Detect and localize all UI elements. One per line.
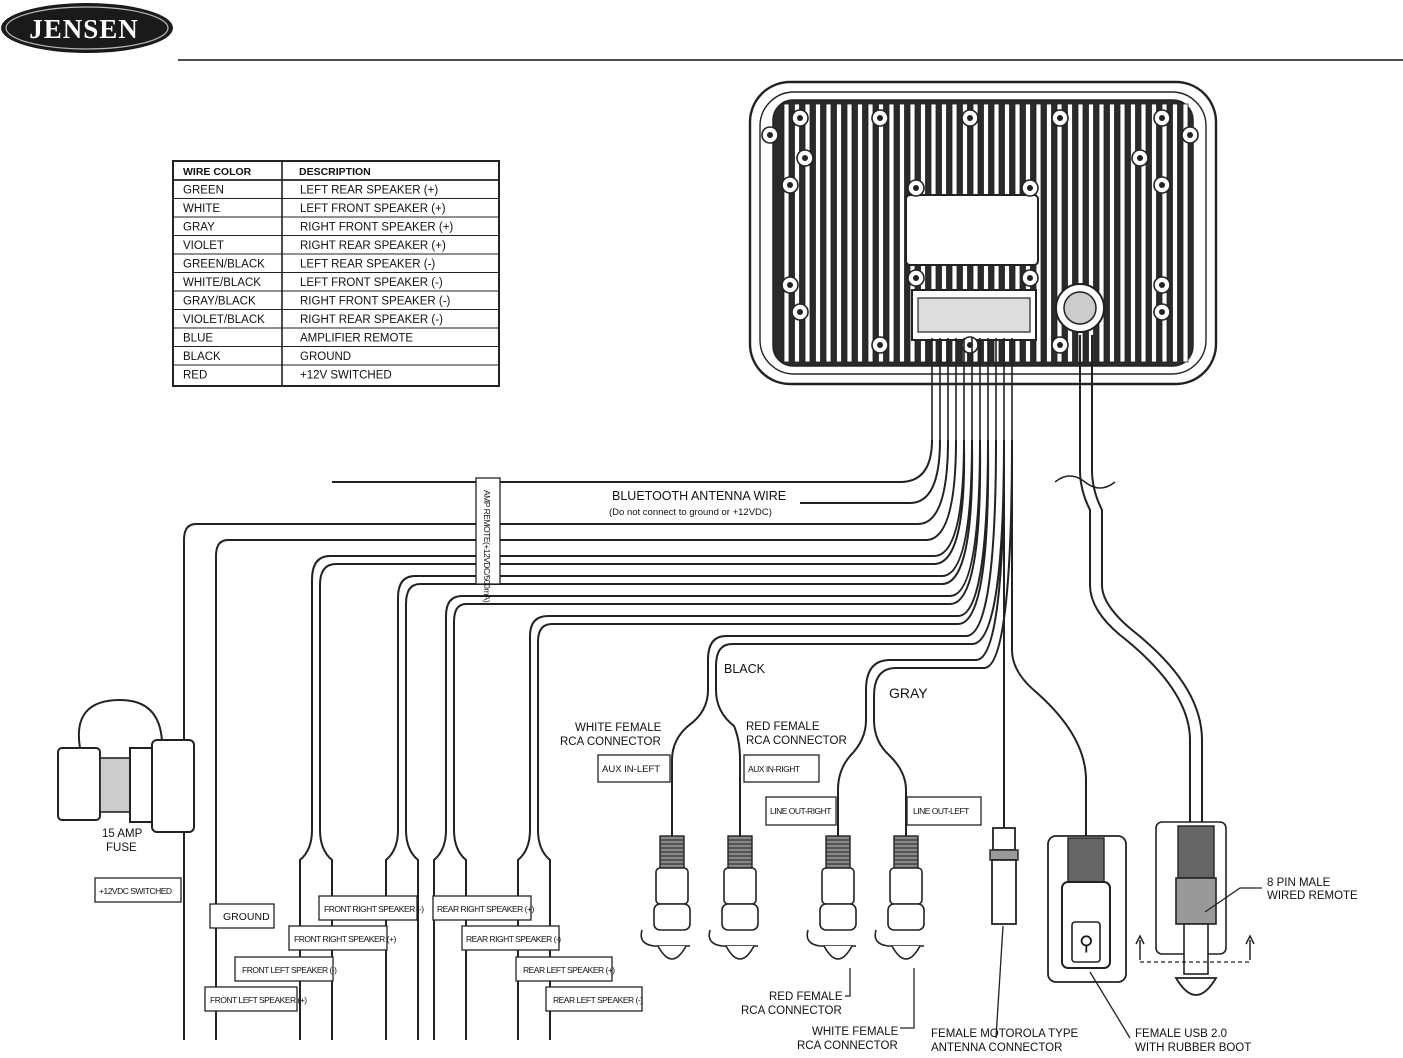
- aux-right-box: [743, 754, 820, 783]
- rca-connector: [708, 835, 759, 960]
- red-female-rca-label-1: RED FEMALE: [746, 721, 820, 733]
- cable-break-mark: [1054, 475, 1116, 489]
- front-right-neg-tag: FRONT RIGHT SPEAKER (-): [324, 904, 424, 914]
- table-cell-desc: LEFT FRONT SPEAKER (-): [300, 277, 443, 289]
- white-female-rca-label-2: RCA CONNECTOR: [560, 736, 661, 748]
- leader-lines: [845, 887, 1262, 1039]
- table-cell-color: BLUE: [183, 333, 213, 345]
- table-cell-color: GRAY/BLACK: [183, 296, 256, 308]
- red-rca-bottom-2: RCA CONNECTOR: [741, 1005, 842, 1017]
- table-header-color: WIRE COLOR: [183, 166, 252, 178]
- front-left-pos-tag: FRONT LEFT SPEAKER (+): [210, 995, 307, 1005]
- rear-left-pos-tag: REAR LEFT SPEAKER (+): [523, 965, 615, 975]
- aux-left-label: AUX IN-LEFT: [602, 764, 660, 775]
- line-out-right-box: [765, 796, 837, 826]
- remote-connector: [1135, 821, 1255, 996]
- red-rca-bottom-1: RED FEMALE: [769, 991, 843, 1003]
- table-cell-desc: GROUND: [300, 351, 351, 363]
- black-label: BLACK: [724, 662, 766, 676]
- remote-cable: [1079, 335, 1191, 825]
- line-out-right-label: LINE OUT-RIGHT: [770, 806, 831, 816]
- rca-connector: [874, 835, 925, 960]
- table-cell-color: BLACK: [183, 351, 221, 363]
- head-unit: [748, 80, 1218, 386]
- fuse-holder: [57, 698, 195, 833]
- usb-connector: ⚲: [1047, 835, 1127, 983]
- wire-color-table: WIRE COLOR DESCRIPTION GREEN LEFT REAR SP…: [172, 160, 500, 387]
- remote-label-1: 8 PIN MALE: [1267, 877, 1331, 889]
- usb-label-2: WITH RUBBER BOOT: [1135, 1042, 1251, 1053]
- amp-remote-tag: [475, 477, 501, 585]
- antenna-label-1: FEMALE MOTOROLA TYPE: [931, 1028, 1079, 1040]
- table-cell-color: WHITE: [183, 203, 220, 215]
- usb-icon: ⚲: [1079, 933, 1094, 955]
- front-left-neg-tag: FRONT LEFT SPEAKER (-): [242, 965, 337, 975]
- table-cell-color: GRAY: [183, 222, 215, 234]
- antenna-connector: [989, 827, 1019, 925]
- logo-text: JENSEN: [29, 14, 139, 44]
- table-cell-color: VIOLET/BLACK: [183, 314, 265, 326]
- rear-right-pos-tag: REAR RIGHT SPEAKER (+): [437, 904, 534, 914]
- amp-remote-label: AMP REMOTE(+12VDC/500mA): [482, 490, 492, 603]
- rca-connector: [806, 835, 857, 960]
- table-cell-desc: LEFT REAR SPEAKER (+): [300, 185, 438, 197]
- aux-right-label: AUX IN-RIGHT: [748, 764, 800, 774]
- bt-antenna-label: BLUETOOTH ANTENNA WIRE: [612, 489, 786, 503]
- rear-left-neg-tag: REAR LEFT SPEAKER (-): [553, 995, 643, 1005]
- gray-label: GRAY: [889, 685, 928, 701]
- table-cell-color: GREEN: [183, 185, 224, 197]
- bt-antenna-note: (Do not connect to ground or +12VDC): [609, 507, 772, 518]
- table-cell-color: RED: [183, 370, 207, 382]
- rca-connector: [640, 835, 691, 960]
- white-rca-bottom-1: WHITE FEMALE: [812, 1026, 899, 1038]
- table-cell-color: WHITE/BLACK: [183, 277, 261, 289]
- line-out-left-box: [906, 796, 982, 826]
- remote-label-2: WIRED REMOTE: [1267, 890, 1358, 902]
- wire-tags: +12VDC SWITCHED GROUND FRONT RIGHT SPEAK…: [94, 877, 644, 1012]
- table-cell-desc: RIGHT FRONT SPEAKER (-): [300, 296, 451, 308]
- table-cell-desc: LEFT REAR SPEAKER (-): [300, 259, 435, 271]
- usb-label-1: FEMALE USB 2.0: [1135, 1028, 1227, 1040]
- line-out-left-label: LINE OUT-LEFT: [913, 806, 969, 816]
- table-cell-desc: RIGHT REAR SPEAKER (-): [300, 314, 443, 326]
- table-cell-color: VIOLET: [183, 240, 224, 252]
- white-female-rca-label-1: WHITE FEMALE: [575, 722, 662, 734]
- table-header-desc: DESCRIPTION: [299, 166, 371, 178]
- fuse-label-2: FUSE: [106, 842, 137, 854]
- red-female-rca-label-2: RCA CONNECTOR: [746, 735, 847, 747]
- table-cell-desc: RIGHT FRONT SPEAKER (+): [300, 222, 453, 234]
- antenna-label-2: ANTENNA CONNECTOR: [931, 1042, 1062, 1053]
- ground-tag: GROUND: [223, 911, 270, 923]
- table-cell-desc: +12V SWITCHED: [300, 370, 392, 382]
- switched-tag: +12VDC SWITCHED: [99, 886, 172, 896]
- fuse-label-1: 15 AMP: [102, 828, 143, 840]
- table-cell-color: GREEN/BLACK: [183, 259, 265, 271]
- white-rca-bottom-2: RCA CONNECTOR: [797, 1040, 898, 1052]
- front-right-pos-tag: FRONT RIGHT SPEAKER (+): [294, 934, 396, 944]
- table-cell-desc: RIGHT REAR SPEAKER (+): [300, 240, 446, 252]
- jensen-logo: JENSEN: [1, 3, 173, 53]
- table-cell-desc: AMPLIFIER REMOTE: [300, 333, 413, 345]
- harness-wires: [183, 338, 1087, 1040]
- rear-right-neg-tag: REAR RIGHT SPEAKER (-): [466, 934, 561, 944]
- table-cell-desc: LEFT FRONT SPEAKER (+): [300, 203, 446, 215]
- remote-cable-2: [1091, 335, 1203, 825]
- aux-left-box: [597, 754, 671, 783]
